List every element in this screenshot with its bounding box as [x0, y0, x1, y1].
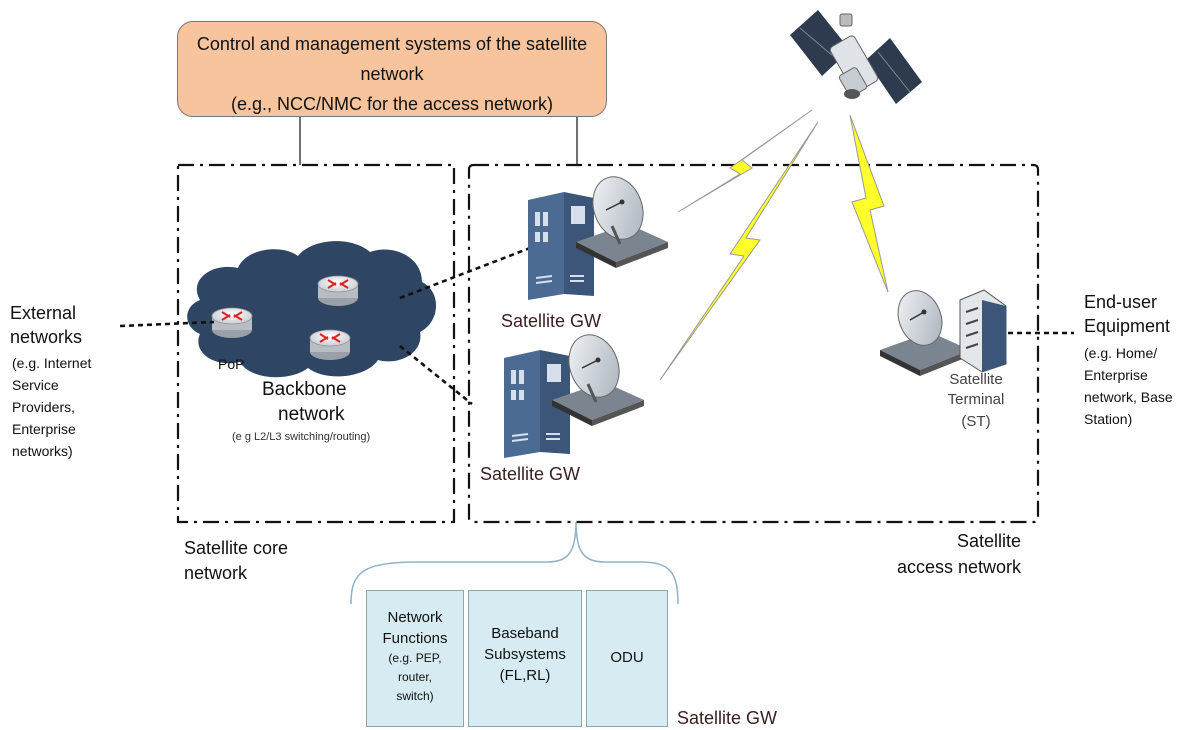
baseband-box: Baseband Subsystems (FL,RL): [468, 590, 582, 727]
terminal-line3: (ST): [961, 413, 991, 430]
external-networks-detail: (e.g. Internet Service Providers, Enterp…: [12, 352, 91, 462]
router-icon: [317, 275, 359, 306]
terminal-dish-icon: [880, 290, 970, 376]
gateway3-label: Satellite GW: [677, 708, 778, 728]
network-functions-label: Functions: [382, 630, 448, 647]
access-network-line1: Satellite: [957, 531, 1022, 551]
baseband-label: Subsystems: [484, 646, 566, 663]
external-detail-line: Service: [12, 377, 59, 393]
core-network-line2: network: [184, 563, 248, 583]
network-functions-detail: switch): [396, 689, 434, 703]
access-network-line2: access network: [897, 557, 1022, 577]
end-user-detail-line: (e.g. Home/: [1084, 345, 1158, 361]
backbone-gw2-link: [399, 344, 473, 406]
backbone-cloud: [187, 241, 437, 378]
external-link: [119, 320, 215, 328]
end-user-detail-line: Station): [1084, 411, 1133, 427]
control-box-line2: network: [360, 64, 424, 84]
control-box-line3: (e.g., NCC/NMC for the access network): [230, 94, 554, 114]
gateway1-label: Satellite GW: [501, 311, 602, 331]
end-user-detail: (e.g. Home/ Enterprise network, Base Sta…: [1084, 342, 1173, 430]
external-detail-line: (e.g. Internet: [12, 355, 92, 371]
terminal-line2: Terminal: [947, 391, 1005, 408]
terminal-line1: Satellite: [949, 371, 1003, 388]
network-functions-box: Network Functions (e.g. PEP, router, swi…: [366, 590, 464, 727]
router-icon: [211, 307, 253, 338]
external-detail-line: Enterprise: [12, 421, 76, 437]
gateway2-label: Satellite GW: [480, 464, 581, 484]
baseband-label: Baseband: [491, 625, 559, 642]
baseband-label: (FL,RL): [499, 667, 551, 684]
access-network-boundary: [467, 163, 1040, 524]
external-networks-title2: networks: [10, 327, 83, 347]
external-networks-title1: External: [10, 303, 77, 323]
router-icon: [309, 329, 351, 360]
network-functions-detail: (e.g. PEP,: [388, 651, 442, 665]
backbone-title2: network: [278, 404, 345, 425]
gw-component-brace: [350, 521, 679, 605]
radio-link-lightning: [659, 109, 889, 381]
end-user-detail-line: Enterprise: [1084, 367, 1148, 383]
satellite-dish-icon: [576, 176, 668, 268]
end-user-title1: End-user: [1084, 292, 1158, 312]
core-network-boundary: [176, 163, 456, 524]
control-management-box: Control and management systems of the sa…: [177, 21, 607, 117]
backbone-subtitle: (e g L2/L3 switching/routing): [232, 431, 371, 443]
external-detail-line: Providers,: [12, 399, 76, 415]
satellite-icon: [790, 10, 922, 104]
end-user-title2: Equipment: [1084, 316, 1171, 336]
core-network-line1: Satellite core: [184, 538, 289, 558]
pop-label: PoP: [218, 356, 245, 372]
network-functions-label: Network: [387, 609, 443, 626]
network-functions-detail: router,: [397, 670, 433, 684]
satellite-dish-icon: [552, 334, 644, 426]
end-user-detail-line: network, Base: [1084, 389, 1173, 405]
odu-label: ODU: [610, 649, 644, 666]
odu-box: ODU: [586, 590, 668, 727]
terminal-unit-icon: [959, 289, 1007, 373]
backbone-title1: Backbone: [262, 379, 347, 400]
control-box-line1: Control and management systems of the sa…: [196, 34, 588, 54]
external-detail-line: networks): [12, 443, 73, 459]
